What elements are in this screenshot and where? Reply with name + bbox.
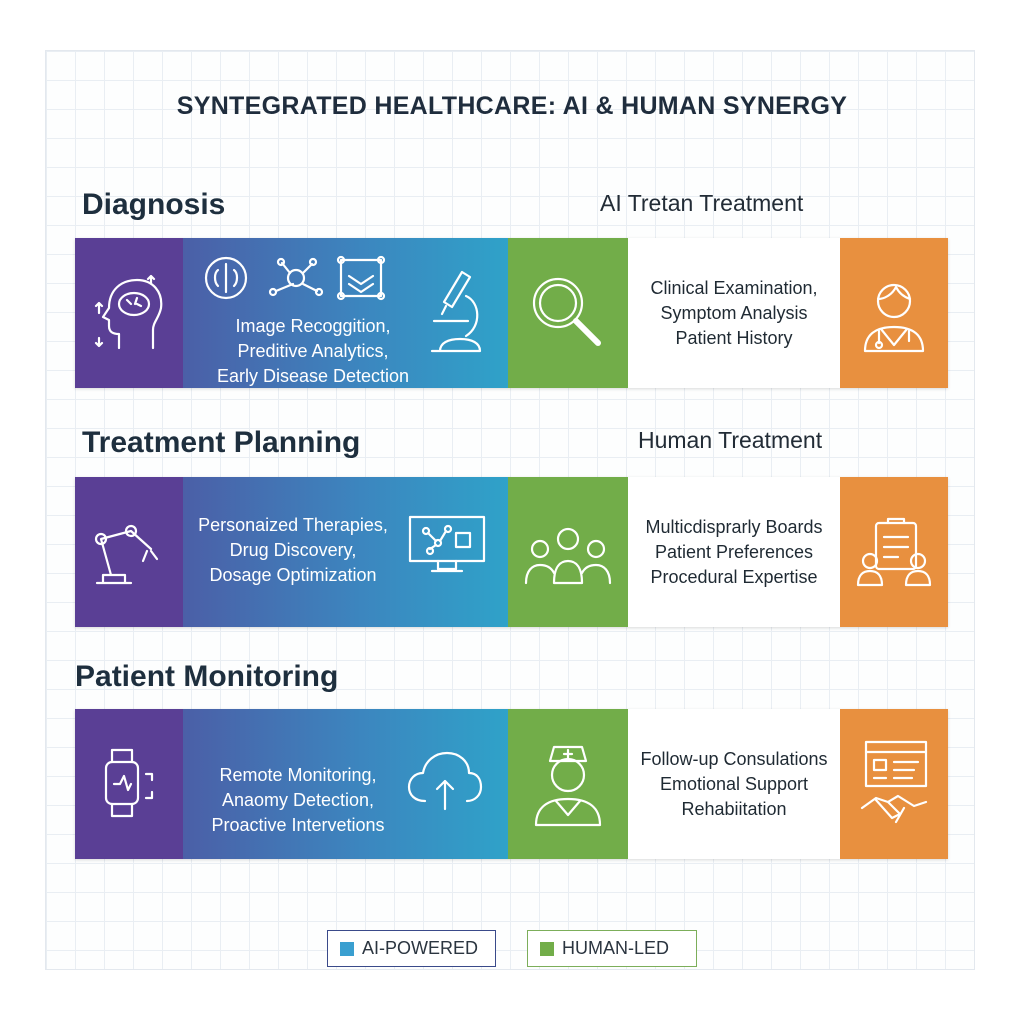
legend-label: HUMAN-LED (562, 938, 670, 958)
patient-monitoring-band: Remote Monitoring, Anaomy Detection, Pro… (75, 709, 948, 859)
human-monitoring-segment: Follow-up Consulations Emotional Support… (628, 709, 840, 859)
human-text-line: Emotional Support (659, 773, 809, 794)
row-sublabel-human-treatment: Human Treatment (638, 427, 823, 453)
monitor-molecule-icon (408, 515, 486, 580)
ai-text-line: Early Disease Detection (216, 366, 410, 386)
ai-text-line: Remote Monitoring, (219, 765, 377, 785)
human-text-line: Patient Preferences (654, 541, 814, 562)
human-text-line: Multicdisprarly Boards (645, 516, 823, 537)
care-team-icon (508, 477, 628, 627)
ai-text-line: Personaized Therapies, (198, 515, 388, 535)
brain-head-icon (75, 238, 183, 388)
treatment-planning-band: Personaized Therapies, Drug Discovery, D… (75, 477, 948, 627)
records-handshake-icon (840, 709, 948, 859)
clipboard-people-icon (840, 477, 948, 627)
human-text-line: Follow-up Consulations (640, 748, 828, 769)
row-heading-treatment-planning: Treatment Planning (82, 426, 361, 459)
ai-analysis-icons (201, 254, 401, 309)
legend-ai-powered: AI-POWERED (327, 930, 496, 967)
infographic-title: SYNTEGRATED HEALTHCARE: AI & HUMAN SYNER… (176, 92, 848, 120)
human-planning-segment: Multicdisprarly Boards Patient Preferenc… (628, 477, 840, 627)
cloud-upload-icon (407, 751, 483, 816)
ai-text-line: Dosage Optimization (209, 565, 377, 585)
ai-text-line: Preditive Analytics, (237, 341, 389, 361)
legend-swatch-human (540, 941, 554, 956)
human-text-line: Procedural Expertise (650, 566, 818, 587)
ai-text-line: Drug Discovery, (229, 540, 357, 560)
diagnosis-band: Image Recoggition, Preditive Analytics, … (75, 238, 948, 388)
human-text-line: Clinical Examination, (650, 277, 818, 298)
smartwatch-icon (75, 709, 183, 859)
legend-human-led: HUMAN-LED (527, 930, 697, 967)
human-text-line: Rehabiitation (681, 798, 787, 819)
row-heading-diagnosis: Diagnosis (82, 188, 226, 221)
nurse-icon (508, 709, 628, 859)
row-heading-patient-monitoring: Patient Monitoring (75, 660, 339, 693)
human-diagnosis-segment: Clinical Examination, Symptom Analysis P… (628, 238, 840, 388)
ai-planning-segment: Personaized Therapies, Drug Discovery, D… (183, 477, 508, 627)
human-text-line: Symptom Analysis (660, 302, 808, 323)
doctor-icon (840, 238, 948, 388)
ai-text-line: Anaomy Detection, (221, 790, 375, 810)
legend-swatch-ai (340, 941, 354, 956)
ai-diagnosis-segment: Image Recoggition, Preditive Analytics, … (183, 238, 508, 388)
ai-text-line: Image Recoggition, (235, 316, 391, 336)
ai-monitoring-segment: Remote Monitoring, Anaomy Detection, Pro… (183, 709, 508, 859)
microscope-icon (426, 266, 486, 361)
legend-label: AI-POWERED (362, 938, 479, 958)
robotic-arm-icon (75, 477, 183, 627)
magnifier-icon (508, 238, 628, 388)
row-sublabel-ai-treatment: AI Tretan Treatment (600, 190, 804, 216)
human-text-line: Patient History (675, 327, 793, 348)
ai-text-line: Proactive Intervetions (211, 815, 385, 835)
